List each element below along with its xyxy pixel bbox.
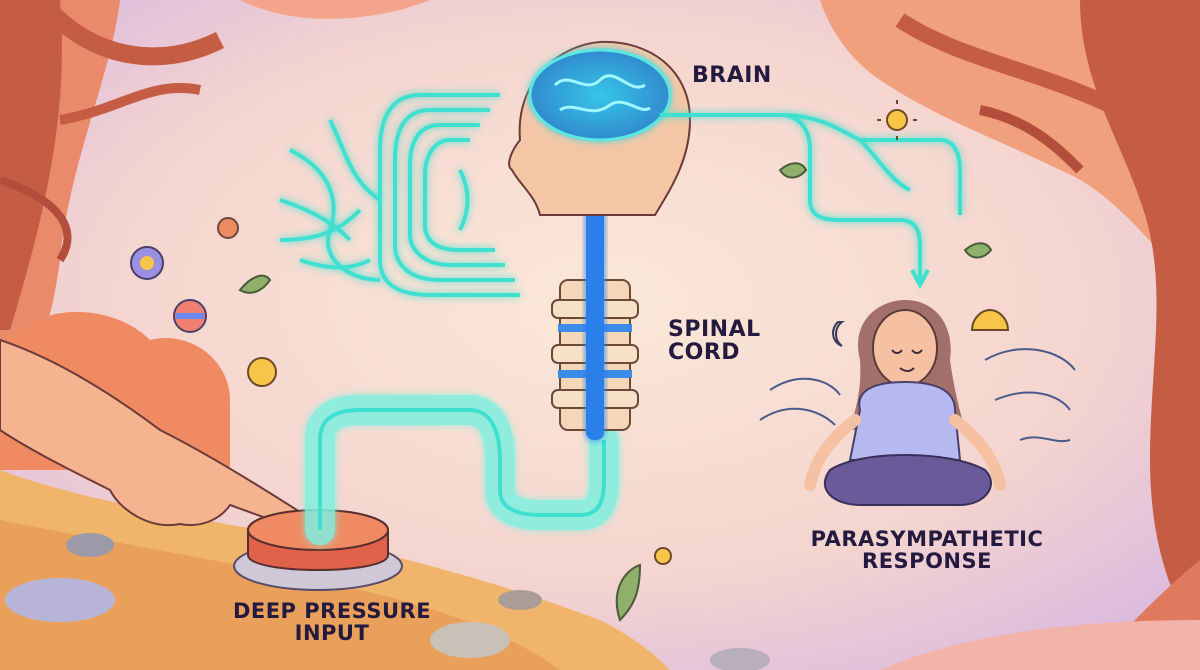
efferent-pathway bbox=[660, 113, 962, 280]
arrow-down-icon bbox=[910, 269, 930, 290]
sun-icon-small bbox=[654, 547, 672, 565]
calm-swirls bbox=[759, 348, 1076, 443]
moon-icon bbox=[832, 321, 845, 347]
sunset-icon bbox=[970, 308, 1010, 331]
signal-tube bbox=[305, 395, 619, 545]
spinal-cord-label: SPINAL CORD bbox=[668, 317, 761, 366]
ornament-icon bbox=[173, 299, 207, 333]
plant-icon bbox=[615, 563, 642, 622]
leaf-icon-far-right bbox=[963, 242, 993, 259]
left-tree bbox=[0, 0, 430, 380]
pressure-button bbox=[233, 509, 403, 591]
leaf-icon-right bbox=[778, 162, 808, 179]
sun-icon bbox=[877, 100, 917, 140]
brain-label: BRAIN bbox=[692, 63, 772, 88]
deep-pressure-input-label: DEEP PRESSURE INPUT bbox=[232, 599, 432, 646]
nerve-network bbox=[279, 93, 520, 297]
leaf-icon bbox=[238, 274, 272, 294]
brain-icon bbox=[528, 48, 672, 142]
parasympathetic-response-label: PARASYMPATHETIC RESPONSE bbox=[810, 527, 1044, 574]
head-and-brain bbox=[508, 40, 692, 216]
flower-icon bbox=[130, 246, 164, 280]
sun-flower-icon bbox=[247, 357, 277, 387]
meditating-person bbox=[804, 300, 1006, 506]
ball-icon bbox=[217, 217, 239, 239]
